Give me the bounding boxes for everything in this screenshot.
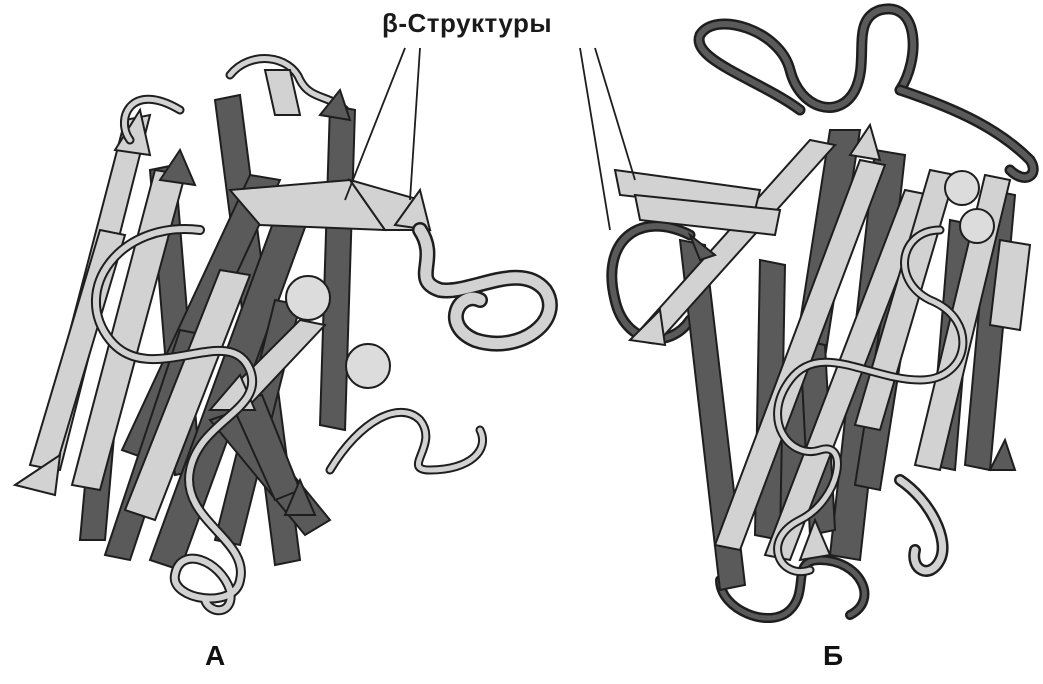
ion-sphere (346, 344, 390, 388)
arrowhead (990, 440, 1015, 470)
panel-label-a: А (205, 640, 225, 672)
callout-line (595, 48, 635, 180)
ion-sphere (960, 209, 994, 243)
callout-line (410, 48, 420, 200)
protein-structure-a (15, 59, 550, 611)
panel-label-b: Б (823, 640, 843, 672)
protein-structure-b (612, 9, 1033, 618)
callout-line (580, 48, 610, 230)
beta-strand (320, 105, 355, 430)
loop-coil (900, 90, 1033, 177)
ion-sphere (945, 171, 979, 205)
beta-structures-callout-label: β-Структуры (382, 8, 552, 39)
ion-sphere (286, 276, 330, 320)
loop-coil (900, 90, 1033, 177)
loop-coil (699, 9, 913, 110)
